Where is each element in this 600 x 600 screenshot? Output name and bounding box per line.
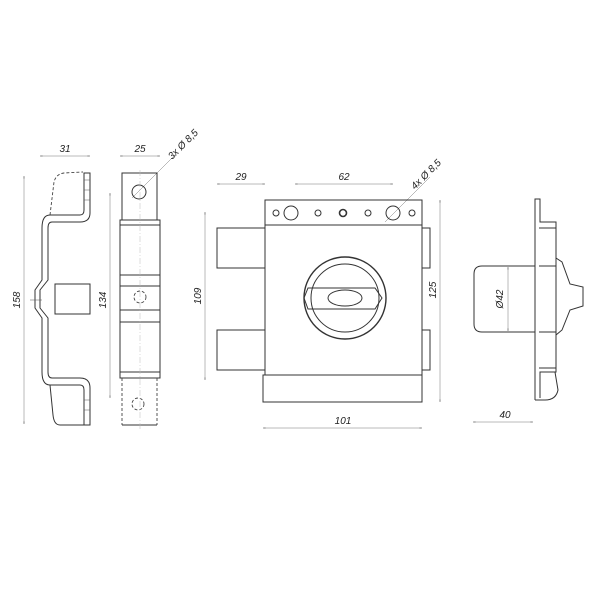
dimension-label-40: 40 bbox=[499, 410, 511, 421]
dimension-label-101: 101 bbox=[335, 416, 352, 427]
dimension-label-25: 25 bbox=[133, 144, 146, 155]
lock-front-view: 29 62 4x Ø 8,5 109 125 101 bbox=[193, 157, 444, 428]
dimension-label-diameter: Ø42 bbox=[495, 289, 506, 309]
dimension-label-125: 125 bbox=[428, 281, 439, 298]
mounting-holes bbox=[272, 205, 416, 221]
dimension-label-109: 109 bbox=[193, 287, 204, 304]
hole-note-3x: 3x Ø 8,5 bbox=[166, 127, 201, 162]
cylinder-face bbox=[303, 256, 387, 340]
dimension-label-134: 134 bbox=[98, 291, 109, 308]
dimension-label-62: 62 bbox=[338, 172, 350, 183]
dimension-label-31: 31 bbox=[59, 144, 70, 155]
dimension-label-29: 29 bbox=[234, 172, 247, 183]
leader-line bbox=[131, 154, 176, 199]
dimension-label-158: 158 bbox=[12, 291, 23, 308]
hole-note-4x: 4x Ø 8,5 bbox=[409, 157, 444, 192]
lock-side-view: Ø42 40 bbox=[473, 198, 584, 422]
keeper-profile-view: 158 31 bbox=[12, 144, 91, 426]
keeper-front-view: 25 3x Ø 8,5 134 bbox=[98, 127, 201, 430]
